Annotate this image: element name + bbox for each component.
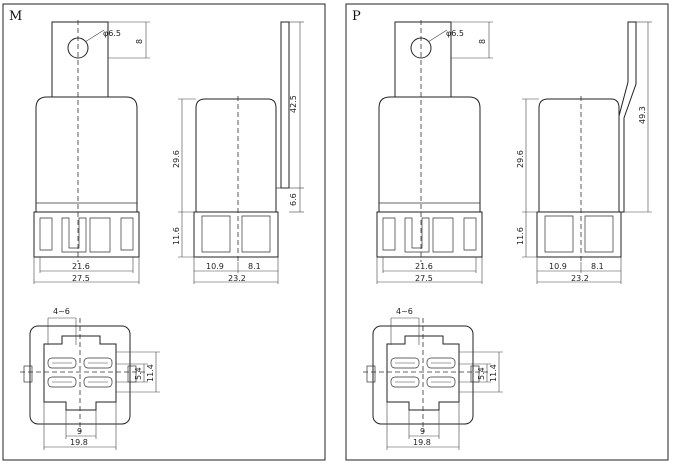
front-view-m: φ6.5 8 21.6 27.5 (33, 20, 150, 284)
pin-gap-v-label: 5.4 (134, 367, 143, 380)
hole-diameter-label: φ6.5 (103, 29, 121, 38)
side-tab (280, 21, 290, 189)
pin-span-h-label: 9 (77, 427, 82, 436)
tab-height-label: 8 (478, 39, 487, 44)
outer-width-label: 27.5 (415, 274, 433, 283)
base-width-label: 19.8 (413, 438, 431, 447)
pin-pitch-label: 4~6 (53, 307, 70, 316)
pin-height-label: 11.6 (172, 227, 181, 245)
panel-m-frame (2, 3, 326, 461)
side-view-m: 29.6 11.6 42.5 6.6 10.9 8.1 23.2 (172, 21, 304, 284)
side-b-label: 8.1 (248, 262, 261, 271)
panel-m-letter: M (9, 9, 22, 24)
pin-gap-v-label: 5.4 (477, 367, 486, 380)
side-b-label: 8.1 (591, 262, 604, 271)
relay-base (33, 211, 140, 258)
side-tab-height-label: 42.5 (289, 95, 298, 113)
panel-p: P φ6.5 8 21.6 27.5 (345, 3, 669, 461)
front-view-p: φ6.5 8 21.6 27.5 (376, 20, 493, 284)
panel-p-frame (345, 3, 669, 461)
inner-width-label: 21.6 (72, 262, 90, 271)
side-width-label: 23.2 (228, 274, 246, 283)
bent-side-tab (618, 21, 637, 213)
outer-width-label: 27.5 (72, 274, 90, 283)
side-a-label: 10.9 (549, 262, 567, 271)
relay-body (35, 96, 138, 213)
body-height-label: 29.6 (516, 150, 525, 168)
side-width-label: 23.2 (571, 274, 589, 283)
base-width-label: 19.8 (70, 438, 88, 447)
side-tab-height-label: 49.3 (638, 106, 647, 124)
side-offset-label: 6.6 (289, 193, 298, 206)
pin-height-label: 11.6 (516, 227, 525, 245)
side-view-p: 29.6 11.6 49.3 10.9 8.1 23.2 (516, 21, 652, 284)
side-body (195, 98, 277, 213)
hole-leader (84, 29, 105, 43)
inner-width-label: 21.6 (415, 262, 433, 271)
bottom-view-p: 4~6 5.4 11.4 9 19.8 (363, 307, 503, 450)
hole-diameter-label: φ6.5 (446, 29, 464, 38)
pin-span-h-label: 9 (420, 427, 425, 436)
pin-span-v-label: 11.4 (146, 364, 155, 382)
pin-pitch-label: 4~6 (396, 307, 413, 316)
body-height-label: 29.6 (172, 150, 181, 168)
side-a-label: 10.9 (206, 262, 224, 271)
pin-span-v-label: 11.4 (489, 364, 498, 382)
mounting-tab (51, 21, 109, 98)
panel-m: M φ6.5 8 21.6 (2, 3, 326, 461)
tab-height-label: 8 (135, 39, 144, 44)
panel-p-letter: P (352, 9, 361, 24)
bottom-view-m: 4~6 5.4 11.4 9 19.8 (20, 307, 160, 450)
